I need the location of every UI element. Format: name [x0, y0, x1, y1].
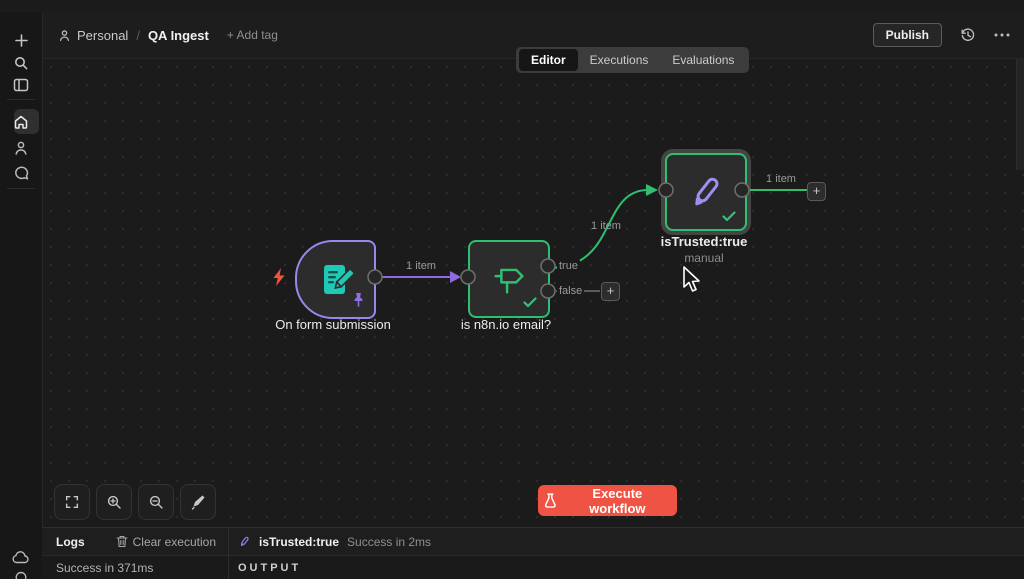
node-subtitle: manual	[684, 251, 724, 265]
connection-count: 1 item	[591, 220, 621, 232]
logs-header-cell: Logs Clear execution	[42, 535, 228, 549]
clear-execution-label: Clear execution	[132, 534, 216, 549]
connection-count: 1 item	[406, 260, 436, 272]
flask-icon	[544, 493, 556, 508]
chat-icon[interactable]	[0, 161, 42, 185]
add-node-button-false-branch[interactable]: +	[601, 282, 620, 301]
signpost-icon	[494, 268, 524, 294]
connection-arrowhead	[646, 184, 658, 196]
connection-count: 1 item	[766, 173, 796, 185]
breadcrumb: Personal / QA Ingest	[58, 28, 209, 43]
sidebar-divider	[7, 99, 35, 100]
logs-status-cell: Success in 371ms	[42, 561, 228, 575]
log-entry-status: Success in 2ms	[347, 534, 432, 549]
pencil-icon	[240, 536, 249, 546]
form-icon	[323, 264, 355, 294]
log-entry[interactable]: isTrusted:true Success in 2ms	[238, 535, 431, 549]
node-is-n8n-email[interactable]	[468, 240, 550, 318]
output-true-label: true	[557, 260, 580, 272]
mouse-cursor	[683, 266, 700, 292]
logs-status-row: Success in 371ms OUTPUT	[42, 556, 1024, 579]
logs-panel: Logs Clear execution isTrusted:true Succ…	[42, 527, 1024, 579]
breadcrumb-separator: /	[136, 27, 140, 43]
node-label: isTrusted:true	[660, 234, 748, 249]
execute-workflow-label: Execute workflow	[589, 485, 646, 516]
connection-arrowhead	[450, 271, 461, 283]
view-tabs: Editor Executions Evaluations	[516, 47, 750, 73]
user-icon[interactable]	[0, 136, 42, 160]
header-actions: Publish	[872, 23, 1010, 47]
add-workflow-icon[interactable]	[0, 28, 42, 52]
node-on-form-submission[interactable]	[295, 240, 376, 319]
tab-evaluations[interactable]: Evaluations	[672, 53, 735, 67]
left-sidebar	[0, 12, 43, 579]
breadcrumb-project-label: Personal	[77, 27, 129, 43]
pencil-icon	[695, 177, 719, 206]
cloud-icon[interactable]	[0, 545, 42, 569]
node-label: On form submission	[275, 317, 391, 332]
logs-title: Logs	[56, 534, 85, 549]
publish-button[interactable]: Publish	[872, 23, 942, 47]
zoom-in-button[interactable]	[96, 484, 132, 520]
tab-editor[interactable]: Editor	[519, 49, 578, 71]
node-istrusted-true[interactable]	[665, 153, 747, 231]
lightbulb-icon[interactable]	[0, 568, 42, 579]
output-false-label: false	[557, 285, 585, 297]
panel-toggle-icon[interactable]	[0, 73, 42, 97]
home-icon[interactable]	[0, 110, 42, 134]
tidy-up-button[interactable]	[180, 484, 216, 520]
logs-header-row: Logs Clear execution isTrusted:true Succ…	[42, 528, 1024, 556]
more-options-icon[interactable]	[994, 33, 1010, 37]
search-icon[interactable]	[0, 51, 42, 75]
add-node-button-output[interactable]: +	[807, 182, 826, 201]
clear-execution-button[interactable]: Clear execution	[116, 535, 216, 549]
history-icon[interactable]	[960, 27, 976, 43]
fit-view-button[interactable]	[54, 484, 90, 520]
run-status: Success in 371ms	[56, 561, 154, 575]
pin-icon	[354, 293, 363, 307]
add-tag-button[interactable]: + Add tag	[226, 28, 278, 42]
execute-workflow-button[interactable]: Execute workflow	[538, 485, 677, 516]
tab-executions[interactable]: Executions	[589, 53, 649, 67]
lightning-bolt-icon	[273, 268, 285, 286]
logs-divider	[228, 528, 229, 579]
success-check-icon	[722, 211, 736, 222]
output-section-label: OUTPUT	[238, 562, 302, 574]
zoom-out-button[interactable]	[138, 484, 174, 520]
right-panel-edge[interactable]	[1016, 12, 1024, 170]
node-label: is n8n.io email?	[460, 317, 552, 332]
success-check-icon	[523, 297, 537, 308]
breadcrumb-project[interactable]: Personal	[58, 28, 128, 43]
log-entry-node: isTrusted:true	[259, 534, 340, 549]
sidebar-divider	[7, 188, 35, 189]
workflow-name[interactable]: QA Ingest	[147, 27, 209, 43]
trash-icon	[116, 535, 128, 548]
person-icon	[59, 29, 70, 41]
